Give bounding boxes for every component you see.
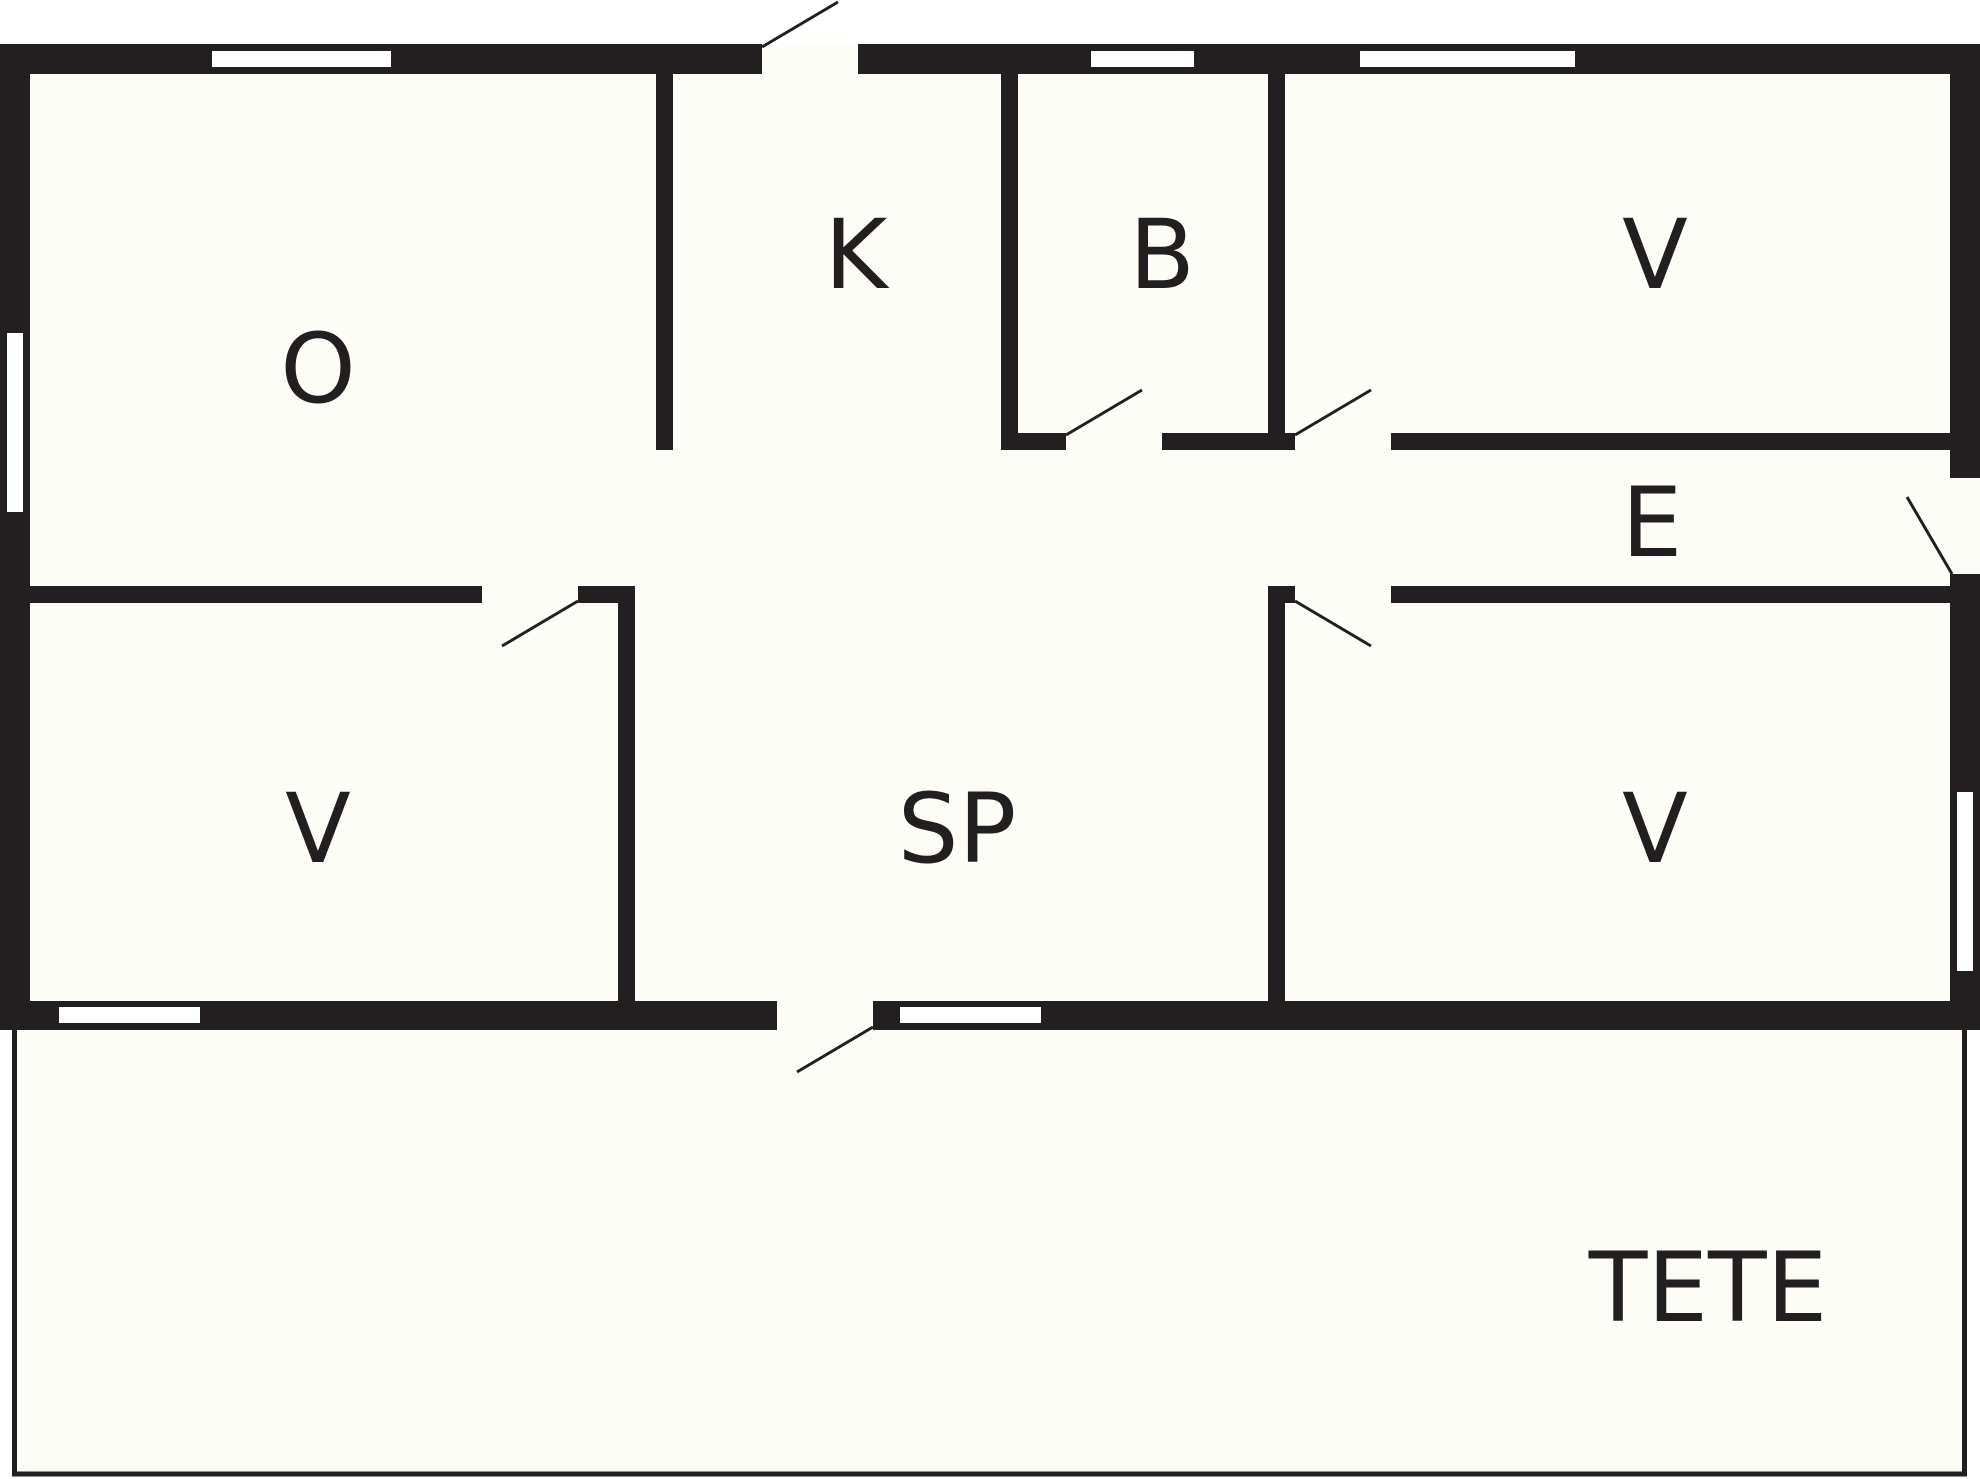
wall-o-k: [656, 74, 673, 442]
window-icon: [7, 333, 23, 512]
window-icon: [1360, 51, 1575, 67]
window-icon: [1957, 792, 1973, 971]
room-label-v: V: [1622, 773, 1688, 885]
floor-b: [1018, 74, 1268, 433]
window-icon: [1091, 51, 1194, 67]
door-swing-icon: [796, 1025, 874, 1074]
door-swing-icon: [1294, 388, 1372, 437]
door-swing-icon: [1905, 496, 1954, 575]
room-label-e: E: [1622, 467, 1683, 579]
windows: [7, 51, 1973, 1023]
room-label-o: O: [280, 313, 356, 425]
floor-k-hall: [673, 430, 1001, 460]
window-icon: [59, 1007, 200, 1023]
door-gap-v3: [1295, 586, 1391, 603]
window-icon: [212, 51, 391, 67]
window-icon: [900, 1007, 1041, 1023]
room-label-v: V: [1622, 199, 1688, 311]
floor-v1: [1285, 74, 1950, 433]
room-floors: [30, 74, 1950, 1001]
floor-sp: [635, 586, 1268, 1001]
terrace-floor: [13, 1020, 1965, 1472]
room-labels: O K B V E V SP V TETE: [280, 199, 1827, 1344]
floor-k: [673, 74, 1001, 450]
door-swing-icon: [1294, 599, 1372, 648]
door-gap-entrance: [1950, 478, 1980, 574]
room-label-v: V: [285, 773, 351, 885]
room-label-sp: SP: [898, 773, 1017, 885]
door-swing-icon: [1065, 388, 1143, 437]
room-label-b: B: [1129, 199, 1195, 311]
floor-v3: [1285, 603, 1950, 1001]
door-openings: [482, 44, 1980, 1030]
room-label-tete: TETE: [1588, 1232, 1828, 1344]
door-gap-b: [1066, 433, 1162, 450]
door-gap-v2: [482, 586, 578, 603]
door-gap-bottom: [777, 1001, 873, 1030]
door-swing-icon: [501, 599, 579, 648]
floor-o: [30, 74, 656, 586]
floor-v2: [30, 603, 618, 1001]
door-gap-v1: [1295, 433, 1391, 450]
door-gap-top: [762, 44, 858, 74]
door-swings: [501, 0, 1954, 1074]
room-label-k: K: [825, 199, 890, 311]
floor-e: [656, 450, 1950, 586]
door-swing-icon: [761, 0, 839, 49]
